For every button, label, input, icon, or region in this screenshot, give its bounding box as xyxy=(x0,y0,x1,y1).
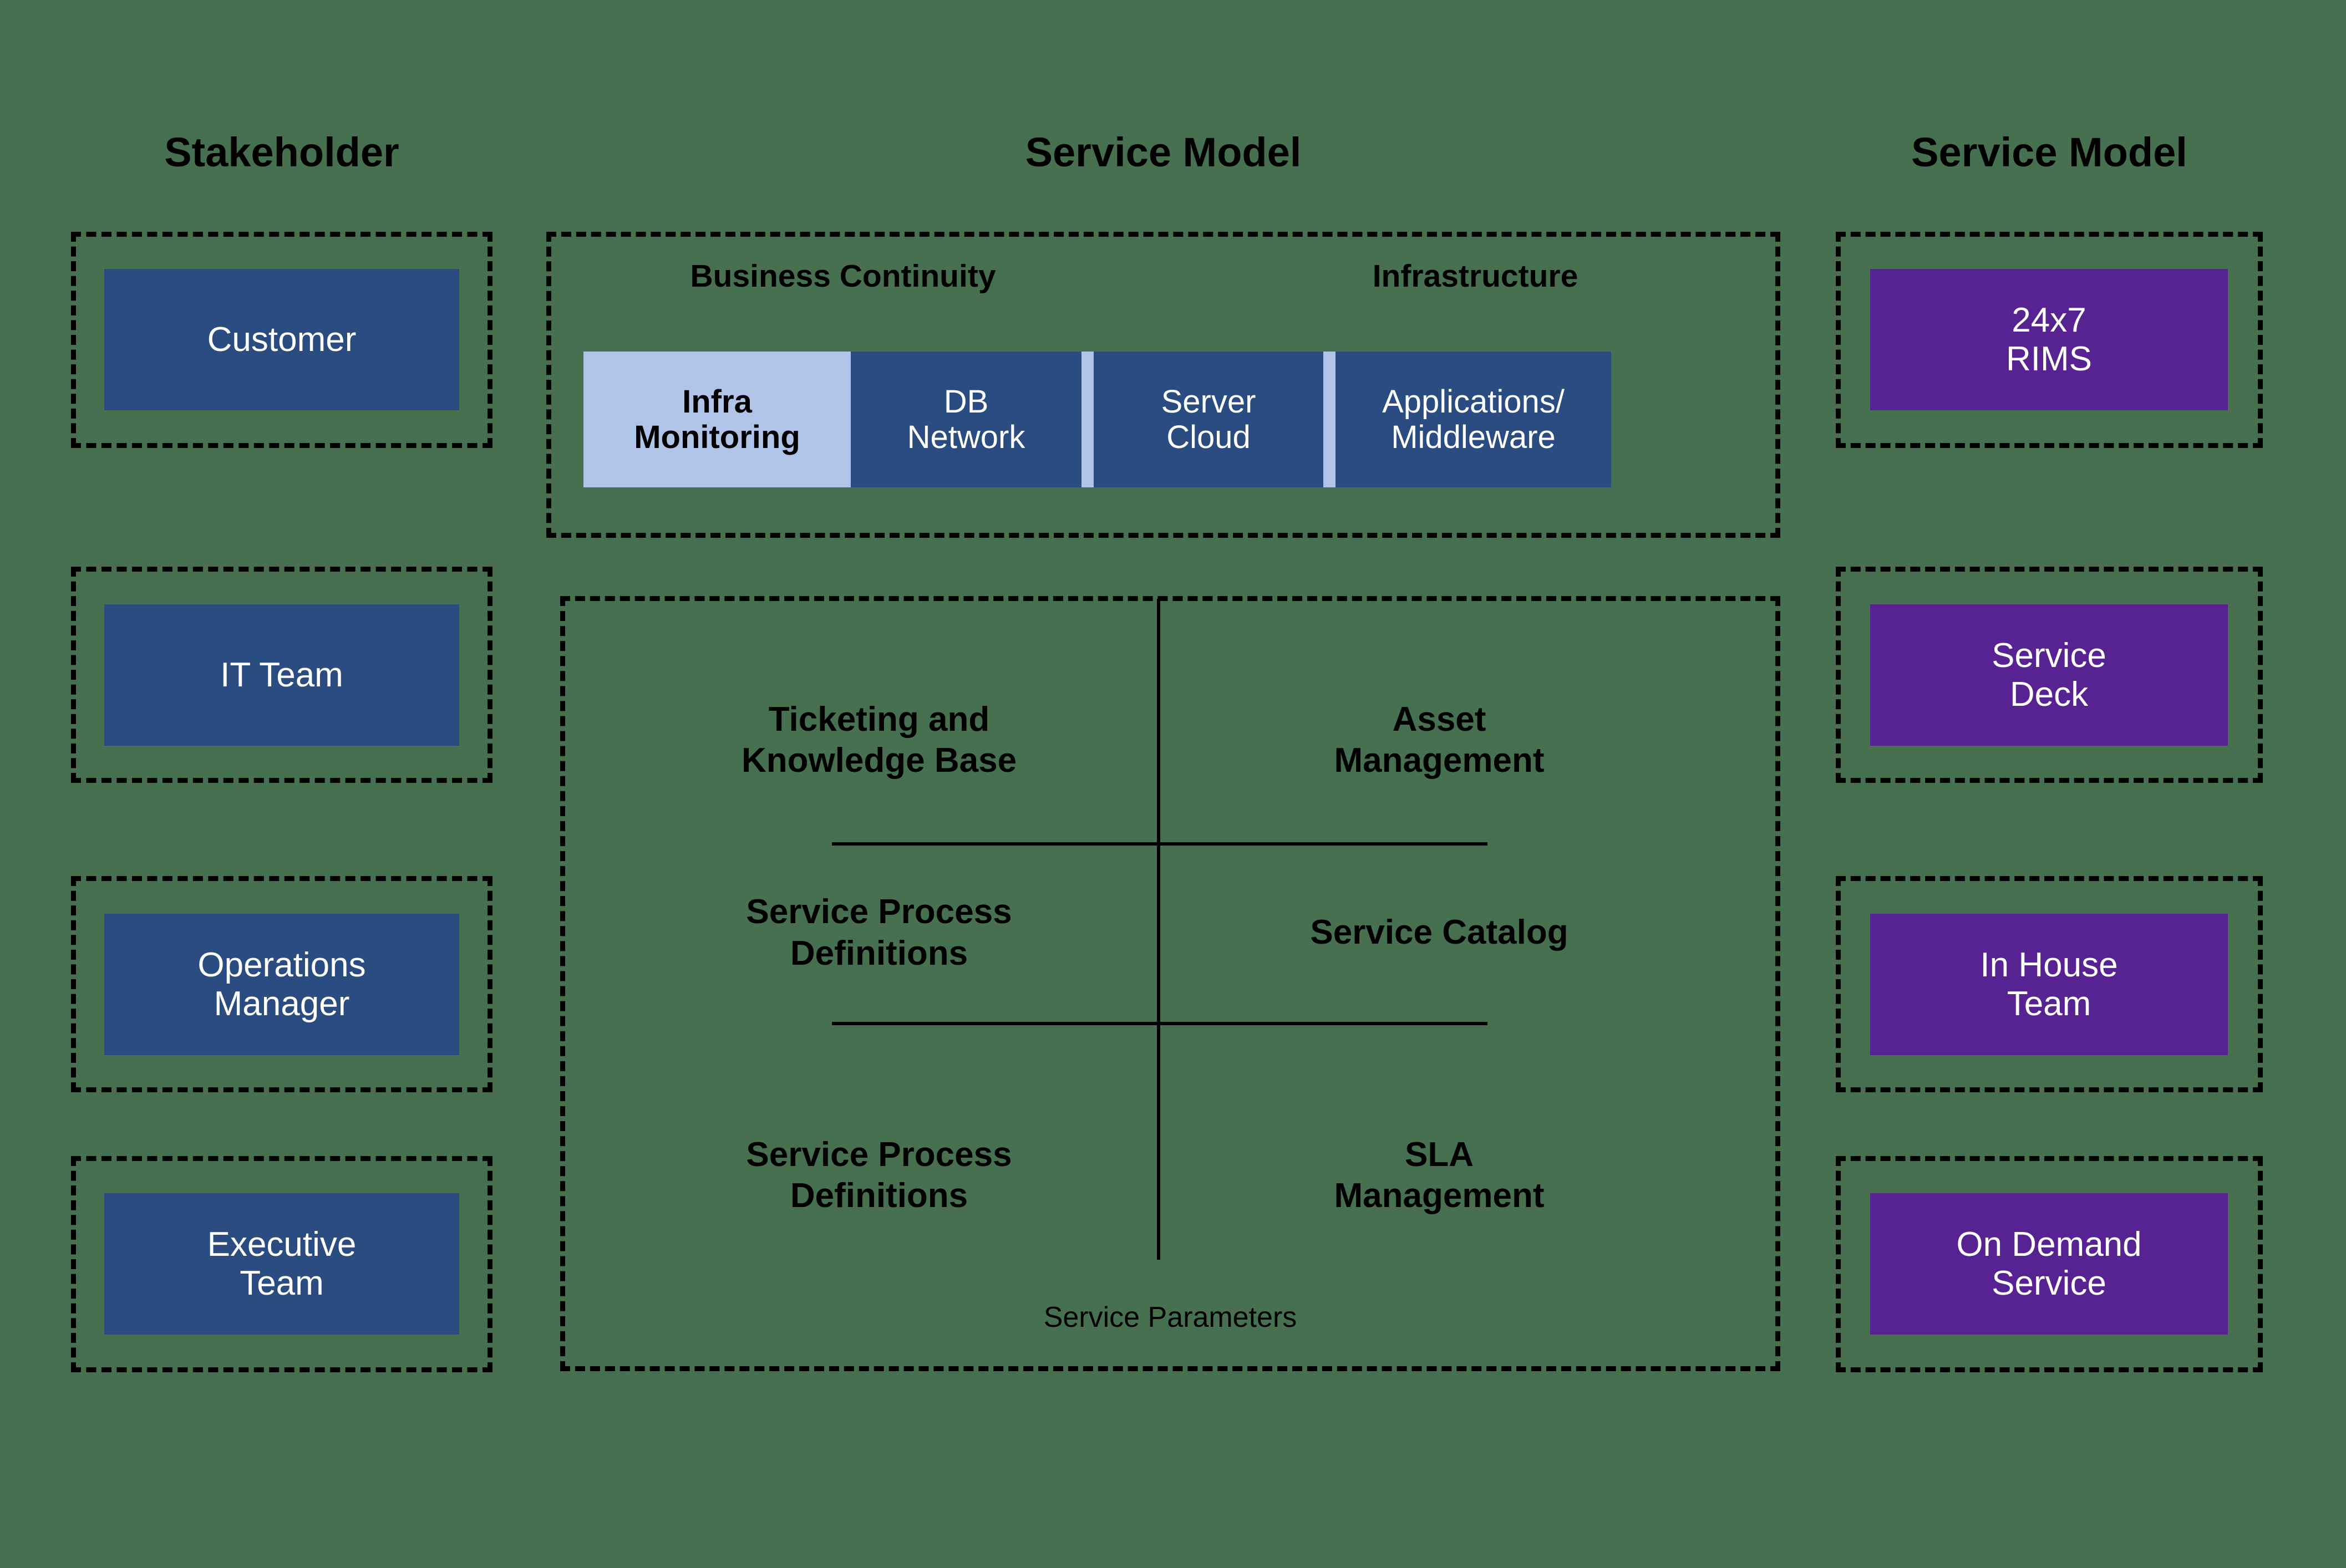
service-parameter-service-catalog[interactable]: Service Catalog xyxy=(1310,913,1568,952)
service-parameters-group xyxy=(560,596,1780,1371)
delivery-model-group-in-house-team xyxy=(1836,876,2263,1092)
stakeholder-label: Customer xyxy=(207,320,357,359)
page-title-service-model-center: Service Model xyxy=(1025,129,1302,175)
stakeholder-label: IT Team xyxy=(220,655,343,694)
stakeholder-chip-it-team[interactable]: IT Team xyxy=(104,604,459,746)
service-parameters-caption: Service Parameters xyxy=(1043,1301,1297,1333)
service-model-group xyxy=(546,232,1780,538)
stakeholder-group-customer xyxy=(71,232,492,448)
grid-horizontal-divider-top xyxy=(832,842,1487,846)
service-segment-divider-1 xyxy=(1081,352,1094,487)
delivery-model-group-on-demand-service xyxy=(1836,1156,2263,1372)
stakeholder-group-operations-manager xyxy=(71,876,492,1092)
page-title-stakeholder: Stakeholder xyxy=(164,129,399,175)
delivery-model-group-service-deck xyxy=(1836,567,2263,783)
service-group-label-business-continuity: Business Continuity xyxy=(690,258,996,294)
stakeholder-group-it-team xyxy=(71,567,492,783)
service-group-label-infrastructure: Infrastructure xyxy=(1372,258,1578,294)
grid-horizontal-divider-bottom xyxy=(832,1022,1487,1025)
page-title-service-model-right: Service Model xyxy=(1911,129,2187,175)
service-segment-applications-middleware[interactable]: Applications/Middleware xyxy=(1336,352,1611,487)
stakeholder-chip-customer[interactable]: Customer xyxy=(104,269,459,410)
service-segment-divider-2 xyxy=(1323,352,1336,487)
grid-vertical-divider xyxy=(1157,599,1160,1260)
stakeholder-group-executive-team xyxy=(71,1156,492,1372)
delivery-model-group-24x7-rims xyxy=(1836,232,2263,448)
